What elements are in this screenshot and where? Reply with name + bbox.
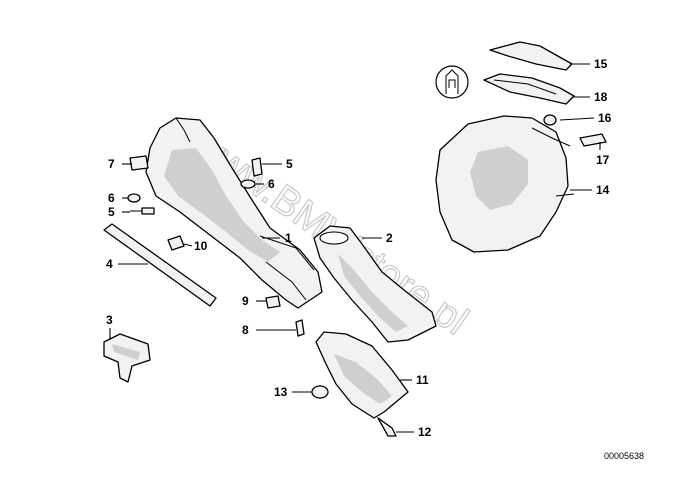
callout-6b: 6 bbox=[268, 177, 275, 191]
callout-9: 9 bbox=[242, 294, 249, 308]
part-1-trim-panel bbox=[145, 117, 323, 309]
callout-11: 11 bbox=[416, 373, 429, 387]
fastener-17-screw bbox=[579, 133, 607, 147]
callout-labels: 1 2 3 4 5 5 6 6 7 8 9 10 11 12 13 14 15 … bbox=[106, 57, 612, 439]
callout-7: 7 bbox=[108, 157, 115, 171]
part-4-strip bbox=[103, 223, 217, 307]
callout-2: 2 bbox=[386, 231, 393, 245]
callout-5b: 5 bbox=[286, 157, 293, 171]
fastener-16-grommet bbox=[543, 114, 557, 126]
fastener-13-grommet bbox=[311, 385, 329, 399]
fastener-9-clip bbox=[265, 295, 281, 309]
seal-detail-icon bbox=[435, 65, 469, 99]
part-3-clip bbox=[103, 333, 151, 383]
callout-4: 4 bbox=[106, 257, 113, 271]
part-18-seal bbox=[483, 73, 575, 105]
part-15-cover bbox=[489, 41, 573, 71]
callout-17: 17 bbox=[596, 153, 610, 167]
reference-number: 00005638 bbox=[604, 451, 644, 461]
callout-13: 13 bbox=[274, 385, 288, 399]
fastener-5a-screw bbox=[130, 207, 155, 215]
fastener-12-screw bbox=[377, 417, 397, 437]
callout-5a: 5 bbox=[108, 205, 115, 219]
part-11-plate bbox=[315, 331, 409, 419]
part-2-trim-panel bbox=[313, 225, 437, 343]
callout-8: 8 bbox=[242, 323, 249, 337]
fastener-6a-washer bbox=[127, 193, 141, 203]
callout-15: 15 bbox=[594, 57, 608, 71]
callout-16: 16 bbox=[598, 111, 612, 125]
callout-3: 3 bbox=[106, 313, 113, 327]
callout-6a: 6 bbox=[108, 191, 115, 205]
fastener-5b-screw bbox=[251, 157, 263, 177]
fastener-8-screw bbox=[295, 319, 305, 337]
part-14-pod-housing bbox=[435, 115, 575, 253]
leader-lines bbox=[109, 63, 601, 433]
callout-1: 1 bbox=[285, 231, 292, 245]
callout-12: 12 bbox=[418, 425, 432, 439]
fastener-6b-washer bbox=[240, 179, 256, 189]
callout-14: 14 bbox=[596, 183, 610, 197]
callout-10: 10 bbox=[194, 239, 208, 253]
fastener-7-clip bbox=[129, 155, 149, 171]
callout-18: 18 bbox=[594, 90, 608, 104]
fastener-10-clip bbox=[167, 235, 185, 251]
